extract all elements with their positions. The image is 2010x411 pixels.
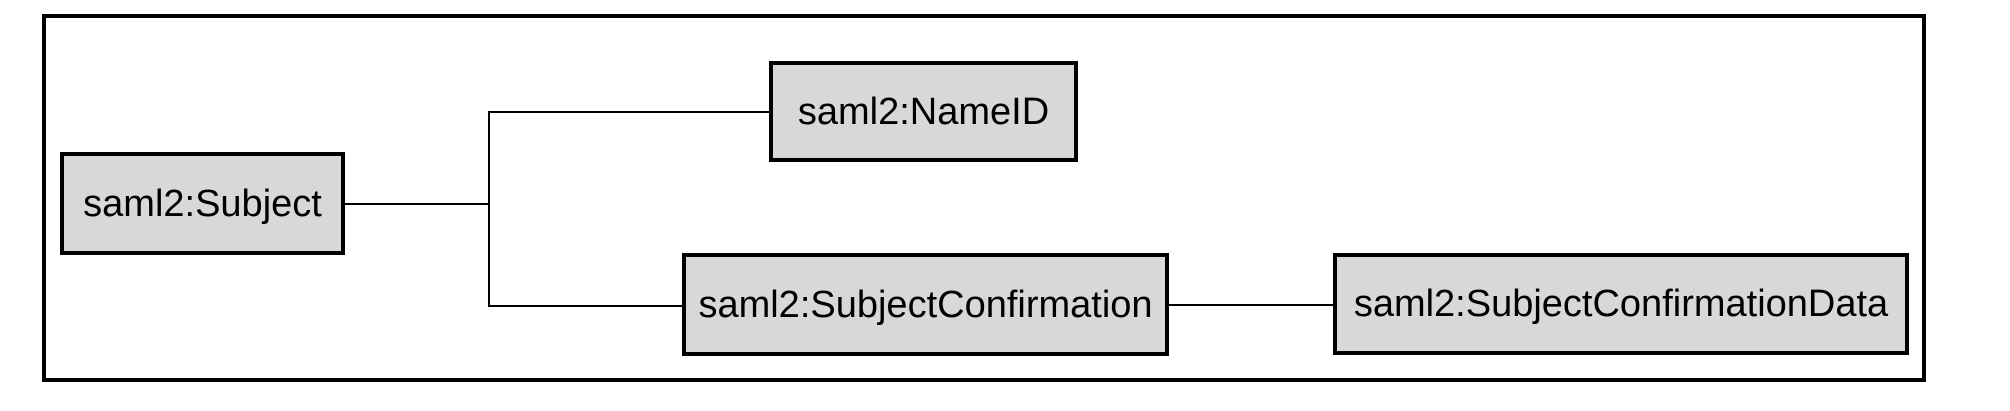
node-saml2-nameid-label: saml2:NameID <box>797 90 1050 133</box>
node-saml2-subject: saml2:Subject <box>60 152 345 255</box>
node-saml2-subject-confirmation-data: saml2:SubjectConfirmationData <box>1333 253 1909 355</box>
connector-subject-trunk <box>345 203 490 205</box>
node-saml2-nameid: saml2:NameID <box>769 61 1078 162</box>
node-saml2-subject-confirmation-label: saml2:SubjectConfirmation <box>698 283 1153 326</box>
node-saml2-subject-confirmation-data-label: saml2:SubjectConfirmationData <box>1353 283 1889 325</box>
connector-trunk-vertical <box>488 111 490 307</box>
node-saml2-subject-confirmation: saml2:SubjectConfirmation <box>682 253 1169 356</box>
connector-subjectconfirmation-to-data <box>1169 304 1333 306</box>
connector-trunk-to-subjectconfirmation <box>488 305 682 307</box>
connector-trunk-to-nameid <box>488 111 769 113</box>
node-saml2-subject-label: saml2:Subject <box>83 182 322 225</box>
